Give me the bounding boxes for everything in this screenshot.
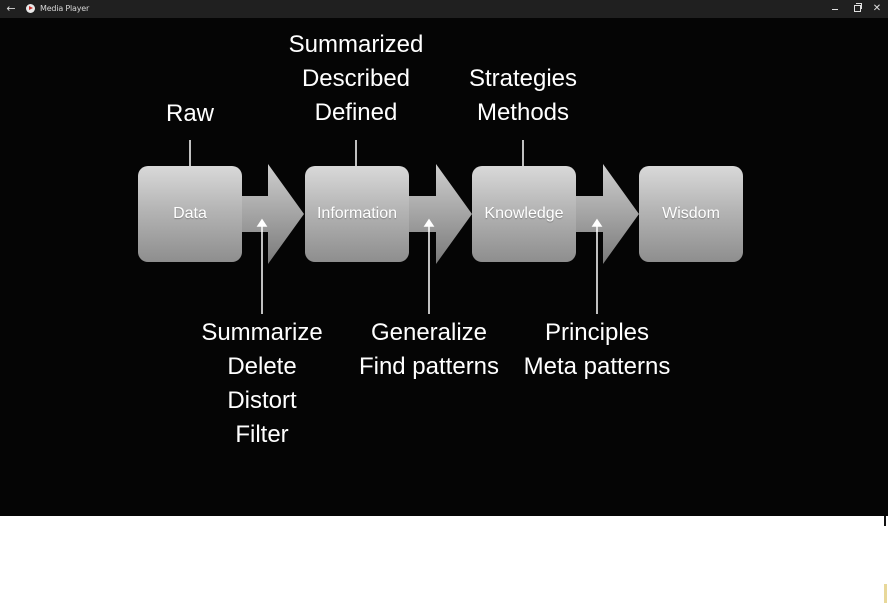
flow-arrow-2 xyxy=(405,164,472,264)
scroll-edge-marker xyxy=(884,516,886,526)
top-label-knowledge: Strategies Methods xyxy=(468,65,578,126)
stage-box-data: Data xyxy=(138,166,242,262)
bottom-label-knowledge-to-wisdom: Principles Meta patterns xyxy=(523,319,671,380)
bottom-label-information-to-knowledge: Generalize Find patterns xyxy=(358,319,500,380)
flow-arrow-3 xyxy=(572,164,639,264)
close-button[interactable]: ✕ xyxy=(866,0,888,18)
diagram-arrows xyxy=(184,140,639,314)
stage-box-information: Information xyxy=(305,166,409,262)
player-bottom-area xyxy=(0,516,888,603)
minimize-icon xyxy=(832,9,838,10)
close-icon: ✕ xyxy=(872,3,882,14)
media-player-icon xyxy=(26,4,35,13)
window-title: Media Player xyxy=(40,4,90,13)
restore-button[interactable] xyxy=(846,0,868,18)
stage-box-wisdom: Wisdom xyxy=(639,166,743,262)
flow-arrow-1 xyxy=(238,164,304,264)
title-bar: ← Media Player ✕ xyxy=(0,0,888,18)
top-label-information: Summarized Described Defined xyxy=(288,31,424,126)
back-arrow-icon[interactable]: ← xyxy=(6,2,16,15)
video-frame[interactable]: Data Information Knowledge Wisdom Raw Su… xyxy=(0,18,888,516)
stage-box-knowledge: Knowledge xyxy=(472,166,576,262)
scroll-edge-marker-lower xyxy=(884,584,887,603)
bottom-label-data-to-information: Summarize Delete Distort Filter xyxy=(201,319,323,448)
minimize-button[interactable] xyxy=(824,0,846,18)
top-label-raw: Raw xyxy=(165,100,214,127)
restore-icon xyxy=(854,3,862,12)
